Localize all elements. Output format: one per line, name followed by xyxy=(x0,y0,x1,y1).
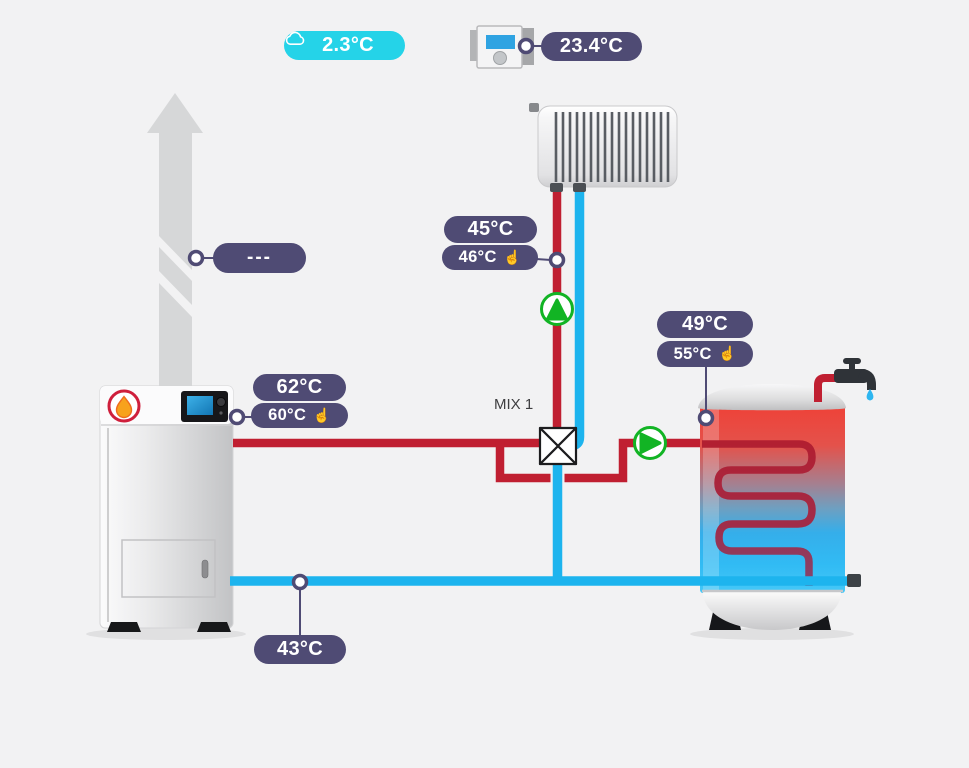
radiator-connector-cold xyxy=(573,183,586,192)
boiler-knob xyxy=(216,397,226,407)
room-temp-value: 23.4°C xyxy=(559,35,624,57)
mixer-label: MIX 1 xyxy=(494,396,534,413)
faucet xyxy=(834,358,876,401)
faucet-body xyxy=(834,369,868,383)
pointer-icon: ☝ xyxy=(718,345,737,361)
heating-circuit-pump xyxy=(540,292,574,326)
tank-shadow xyxy=(690,628,854,640)
pointer-icon: ☝ xyxy=(313,406,331,423)
valve-triangle-right xyxy=(556,426,578,466)
mixer-flow-temp-badge: 45°C xyxy=(444,216,537,243)
outdoor-temp-value: 2.3°C xyxy=(322,34,374,56)
boiler-door xyxy=(121,539,216,598)
tank-temp-value: 49°C xyxy=(682,313,728,335)
dhw-pump xyxy=(633,426,667,460)
mixer-flow-setpoint-value: 46°C xyxy=(458,248,497,266)
boiler-setpoint-badge[interactable]: 60°C ☝ xyxy=(251,403,348,428)
boiler-setpoint-value: 60°C xyxy=(268,406,307,424)
connector-dot-boiler xyxy=(228,408,246,426)
thermostat-screen xyxy=(486,35,515,49)
boiler-foot-left xyxy=(107,622,141,632)
outdoor-temp-badge: 2.3°C xyxy=(284,31,405,60)
boiler-foot-right xyxy=(197,622,231,632)
pipe-tank-to-faucet xyxy=(814,374,838,402)
flue-upper-column xyxy=(159,131,192,270)
radiator-fins xyxy=(554,112,670,182)
boiler-control-panel xyxy=(181,391,228,422)
tank-temp-badge: 49°C xyxy=(657,311,753,338)
connector-dot-mixer-flow xyxy=(548,251,566,269)
tank-heating-coil xyxy=(702,440,816,586)
pump-up-icon xyxy=(546,298,568,321)
room-temp-badge: 23.4°C xyxy=(541,32,642,61)
boiler-temp-value: 62°C xyxy=(276,376,323,398)
mixing-valve xyxy=(538,426,578,466)
flue-lower-column xyxy=(159,283,192,392)
connector-dot-return xyxy=(291,573,309,591)
flue-diagonal-band xyxy=(159,247,192,305)
return-temp-value: 43°C xyxy=(277,638,323,660)
faucet-spout xyxy=(858,369,876,390)
flue-temp-badge: --- xyxy=(213,243,306,273)
valve-triangle-left xyxy=(538,426,560,466)
boiler-door-handle xyxy=(201,559,209,579)
flue-arrowhead xyxy=(147,93,203,133)
mixer-flow-setpoint-badge[interactable]: 46°C ☝ xyxy=(442,245,538,270)
boiler-temp-badge: 62°C xyxy=(253,374,346,401)
dhw-tank xyxy=(698,374,846,593)
boiler xyxy=(99,385,234,632)
pipe-end-cap xyxy=(847,574,861,587)
radiator xyxy=(529,103,678,192)
pump-right-icon xyxy=(639,432,662,454)
flame-glyph xyxy=(115,395,133,419)
connector-dot-room xyxy=(517,37,535,55)
mixer-flow-temp-value: 45°C xyxy=(467,218,514,240)
sensor-connectors xyxy=(187,37,715,636)
chimney-flue xyxy=(147,93,203,392)
boiler-display xyxy=(187,396,213,415)
return-temp-badge: 43°C xyxy=(254,635,346,664)
thermostat-dial xyxy=(493,51,507,65)
faucet-stem xyxy=(849,361,855,371)
pointer-icon: ☝ xyxy=(503,248,522,265)
radiator-connector-hot xyxy=(550,183,563,192)
connector-dot-flue xyxy=(187,249,205,267)
water-drop-icon xyxy=(866,389,874,401)
tank-setpoint-value: 55°C xyxy=(673,344,712,363)
tank-dome xyxy=(698,384,846,411)
tank-base xyxy=(702,589,843,630)
tank-bowl xyxy=(703,590,841,630)
radiator-valve xyxy=(529,103,539,112)
flue-temp-value: --- xyxy=(247,247,272,268)
connector-dot-tank xyxy=(697,409,715,427)
tank-setpoint-badge[interactable]: 55°C ☝ xyxy=(657,341,753,367)
